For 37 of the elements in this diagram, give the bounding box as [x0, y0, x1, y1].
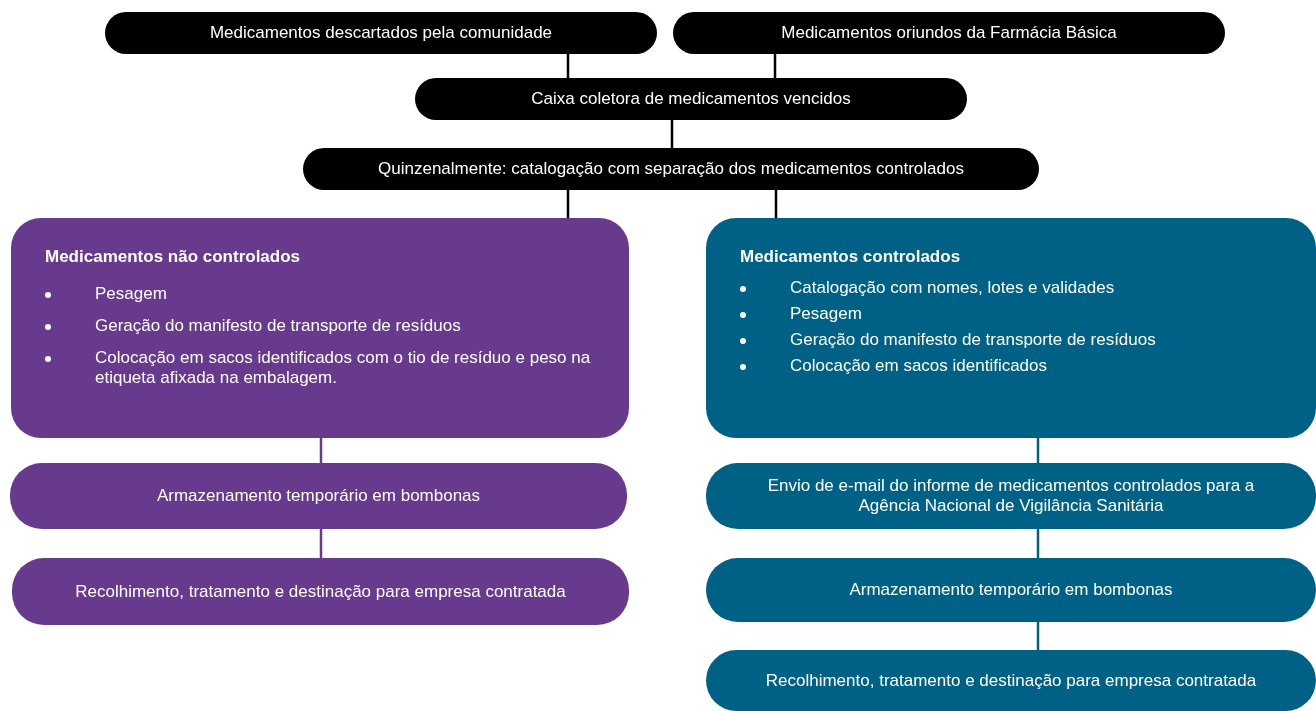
connector-line	[774, 190, 778, 218]
category-panel	[706, 218, 1316, 438]
step-pill	[105, 12, 657, 54]
step-text: Envio de e-mail do informe de medicamentos controlados para a Agência Nacional de Vigilância Sanitária	[766, 476, 1256, 516]
step-pill	[673, 12, 1225, 54]
connector-line	[1036, 438, 1040, 463]
bullet-item: Geração do manifesto de transporte de resíduos	[95, 315, 461, 336]
step-text: Recolhimento, tratamento e destinação para empresa contratada	[765, 670, 1257, 691]
bullet-item: Geração do manifesto de transporte de resíduos	[790, 329, 1156, 350]
step-text: Recolhimento, tratamento e destinação para empresa contratada	[75, 581, 566, 602]
connector-line	[566, 54, 570, 78]
process-box	[706, 650, 1316, 711]
connector-line	[319, 529, 323, 558]
bullet-item: Pesagem	[790, 303, 862, 324]
category-panel	[11, 218, 629, 438]
step-pill	[415, 78, 967, 120]
step-pill	[303, 148, 1039, 190]
step-text: Armazenamento temporário em bombonas	[849, 580, 1173, 600]
panel-heading: Medicamentos não controlados	[45, 246, 302, 268]
connector-line	[773, 54, 777, 78]
step-text: Medicamentos oriundos da Farmácia Básica	[781, 23, 1117, 43]
bullet-item: Catalogação com nomes, lotes e validades	[790, 277, 1115, 298]
bullet-item: Colocação em sacos identificados	[790, 355, 1048, 376]
panel-heading: Medicamentos controlados	[740, 246, 962, 268]
connector-line	[1036, 529, 1040, 558]
step-text: Armazenamento temporário em bombonas	[156, 486, 481, 506]
connector-line	[319, 438, 323, 463]
connector-line	[1036, 622, 1040, 650]
connector-line	[670, 120, 674, 148]
step-text: Quinzenalmente: catalogação com separação dos medicamentos controlados	[378, 159, 964, 179]
bullet-item: Colocação em sacos identificados com o tio de resíduo e peso na etiqueta afixada na embalagem.	[95, 347, 592, 388]
process-box	[706, 558, 1316, 622]
connector-line	[566, 190, 570, 218]
step-text: Medicamentos descartados pela comunidade	[209, 23, 553, 43]
bullet-item: Pesagem	[95, 283, 167, 304]
step-text: Caixa coletora de medicamentos vencidos	[531, 89, 851, 109]
process-box	[706, 463, 1316, 529]
